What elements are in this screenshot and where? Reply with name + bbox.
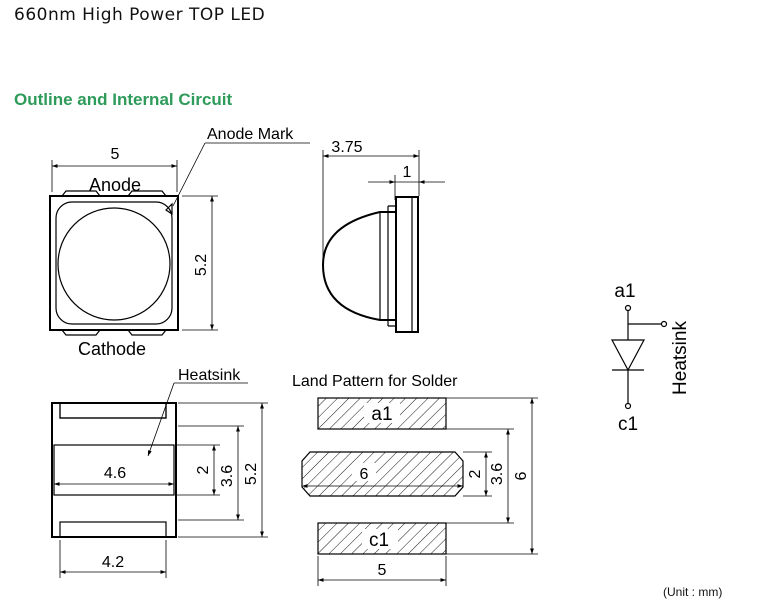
cathode-label: Cathode (78, 339, 146, 359)
side-base-dim: 1 (403, 164, 412, 181)
heatsink-width-dim: 4.6 (104, 465, 126, 482)
land-pad-c1-label: c1 (369, 530, 389, 551)
land-pattern: Land Pattern for Solder a1 6 c1 5 2 3.6 … (292, 373, 538, 586)
heatsink-terminal (660, 320, 668, 328)
circuit-heatsink-label: Heatsink (670, 321, 691, 395)
lens-circle (57, 207, 171, 321)
circuit-cathode-label: c1 (618, 414, 638, 435)
side-base (395, 196, 419, 333)
side-overall-dim: 3.75 (331, 139, 362, 156)
lens-frame (55, 201, 173, 325)
anode-mark-label: Anode Mark (207, 126, 294, 143)
unit-note: (Unit : mm) (663, 585, 723, 599)
land-pattern-title: Land Pattern for Solder (292, 373, 458, 390)
body-width-dim: 4.2 (102, 554, 124, 571)
section-title: Outline and Internal Circuit (14, 90, 233, 109)
top-view: 5 Anode Mark Anode Cathode 5.2 (49, 126, 310, 359)
anode-mark (165, 202, 173, 216)
anode-terminal (624, 304, 632, 312)
circuit-anode-label: a1 (614, 281, 635, 302)
bottom-inner-height-dim: 3.6 (219, 465, 236, 487)
heatsink-leader (147, 382, 175, 457)
land-inner-height-dim: 3.6 (489, 463, 506, 485)
diode-symbol (611, 339, 645, 372)
bottom-top-pad (59, 403, 167, 419)
internal-circuit: a1 c1 Heatsink (611, 281, 691, 435)
land-overall-height-dim: 6 (513, 471, 530, 480)
land-pad-heatsink (301, 451, 464, 497)
side-view: 3.75 1 (321, 139, 445, 333)
top-width-dim: 5 (111, 146, 120, 163)
anode-mark-leader (172, 142, 206, 207)
heatsink-label: Heatsink (178, 367, 241, 384)
land-pad-width-dim: 5 (378, 562, 387, 579)
bottom-view: Heatsink 4.6 4.2 2 3.6 5.2 (51, 367, 268, 578)
bottom-overall-height-dim: 5.2 (243, 463, 260, 485)
heatsink-height-dim: 2 (195, 465, 212, 474)
side-lens-dome (321, 211, 396, 321)
bottom-heatsink-pad (53, 444, 175, 496)
anode-label: Anode (89, 175, 141, 195)
land-pad-a1-label: a1 (371, 404, 392, 425)
land-center-width-dim: 6 (360, 466, 369, 483)
top-height-dim: 5.2 (193, 254, 210, 276)
cathode-terminal (624, 402, 632, 410)
led-body-outline (49, 195, 179, 331)
document-title: 660nm High Power TOP LED (14, 5, 266, 25)
land-center-height-dim: 2 (467, 469, 484, 478)
bottom-bottom-pad (59, 521, 167, 538)
